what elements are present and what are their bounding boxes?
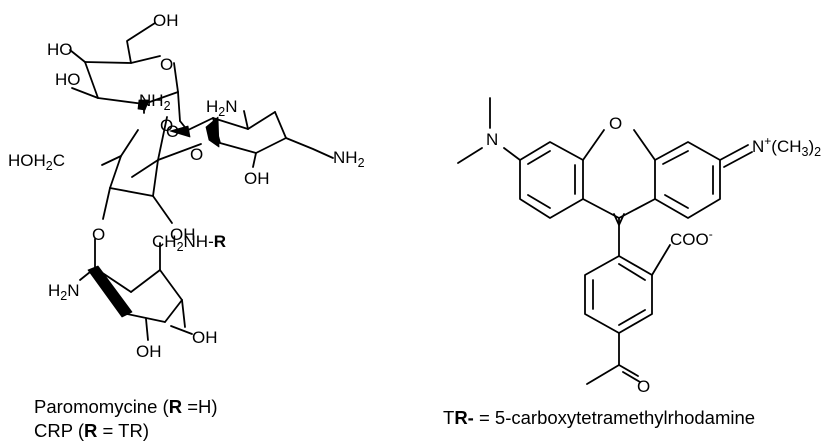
rhodamine-caption: TR- = 5-carboxytetramethylrhodamine	[443, 407, 755, 428]
glycosidic-oxygen-3-label: O	[92, 225, 105, 244]
paromomycin-caption-line2: CRP (R = TR)	[34, 420, 149, 441]
oh-b-label: OH	[244, 169, 270, 188]
nh2-b-label: NH2	[333, 148, 365, 170]
ring-a-oxygen-label: O	[160, 55, 173, 74]
ho-b-label: HO	[55, 70, 81, 89]
paromomycin-caption-line1: Paromomycine (R =H)	[34, 396, 218, 417]
hoh2c-label: HOH2C	[8, 151, 65, 173]
oh-d2-label: OH	[192, 328, 218, 347]
ring-d	[79, 238, 193, 341]
h2n-d-label: H2N	[48, 281, 80, 303]
paromomycin-structure: OH HO HO O NH2 O H2N O NH2 OH HOH2C O OH…	[8, 11, 365, 361]
ring-c	[101, 116, 202, 224]
glycosidic-oxygen-1-label: O	[166, 122, 179, 141]
ch2nh-r-label: CH2NH-R	[152, 232, 226, 254]
ho-a-label: HO	[47, 40, 73, 59]
h2n-b-label: H2N	[206, 97, 238, 119]
nh2-a-label: NH2	[139, 91, 171, 113]
ring-a	[69, 22, 181, 122]
rhodamine-structure: N O N+(CH3)2 COO- O	[457, 97, 821, 396]
glycosidic-oxygen-2-label: O	[190, 145, 203, 164]
carbonyl-oxygen-label: O	[637, 377, 650, 396]
oh-c-label: OH	[170, 225, 196, 244]
dimethylamino-nitrogen-label: N	[486, 130, 498, 149]
ring-b	[169, 110, 334, 168]
iminium-label: N+(CH3)2	[752, 134, 821, 159]
carboxylate-label: COO-	[670, 227, 713, 249]
ring-c-oxygen-label: O	[160, 116, 173, 135]
oh-top-label: OH	[153, 11, 179, 30]
oh-d1-label: OH	[136, 342, 162, 361]
xanthene-oxygen-label: O	[609, 114, 622, 133]
